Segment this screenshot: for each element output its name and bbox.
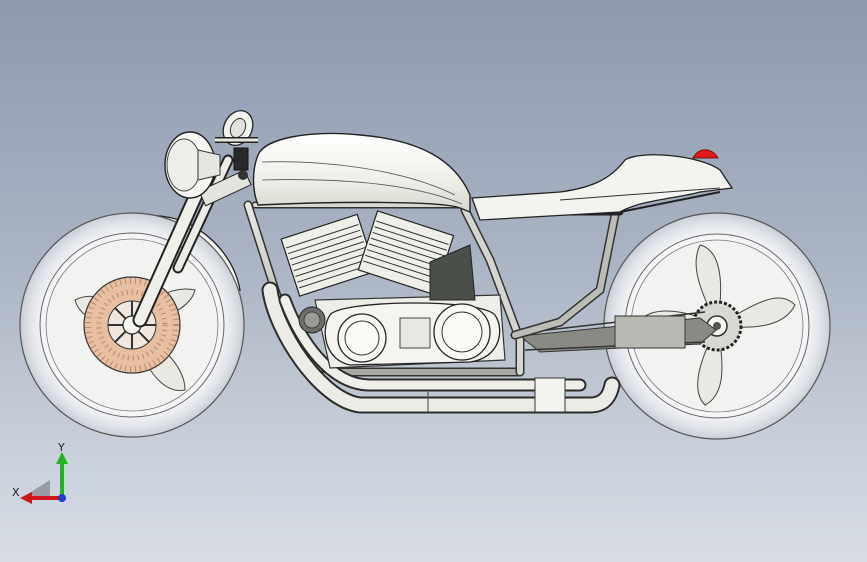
- seat-cowl[interactable]: [471, 149, 734, 221]
- x-axis-label: X: [12, 486, 20, 499]
- z-axis-dot: [58, 494, 66, 502]
- primary-cover: [324, 302, 501, 366]
- fuel-tank[interactable]: [252, 132, 471, 214]
- v-twin-engine[interactable]: [280, 210, 506, 369]
- y-axis-label: Y: [57, 441, 65, 454]
- taillight: [692, 149, 719, 159]
- headlight[interactable]: [164, 131, 221, 199]
- swingarm[interactable]: [518, 311, 717, 353]
- exhaust-pipe[interactable]: [261, 281, 621, 414]
- front-wheel[interactable]: [19, 212, 245, 438]
- rear-wheel[interactable]: [603, 212, 831, 440]
- brake-disc: [83, 276, 181, 374]
- coordinate-triad-icon: Y X: [10, 440, 80, 510]
- front-fork[interactable]: [132, 154, 252, 328]
- handlebar[interactable]: [215, 106, 258, 180]
